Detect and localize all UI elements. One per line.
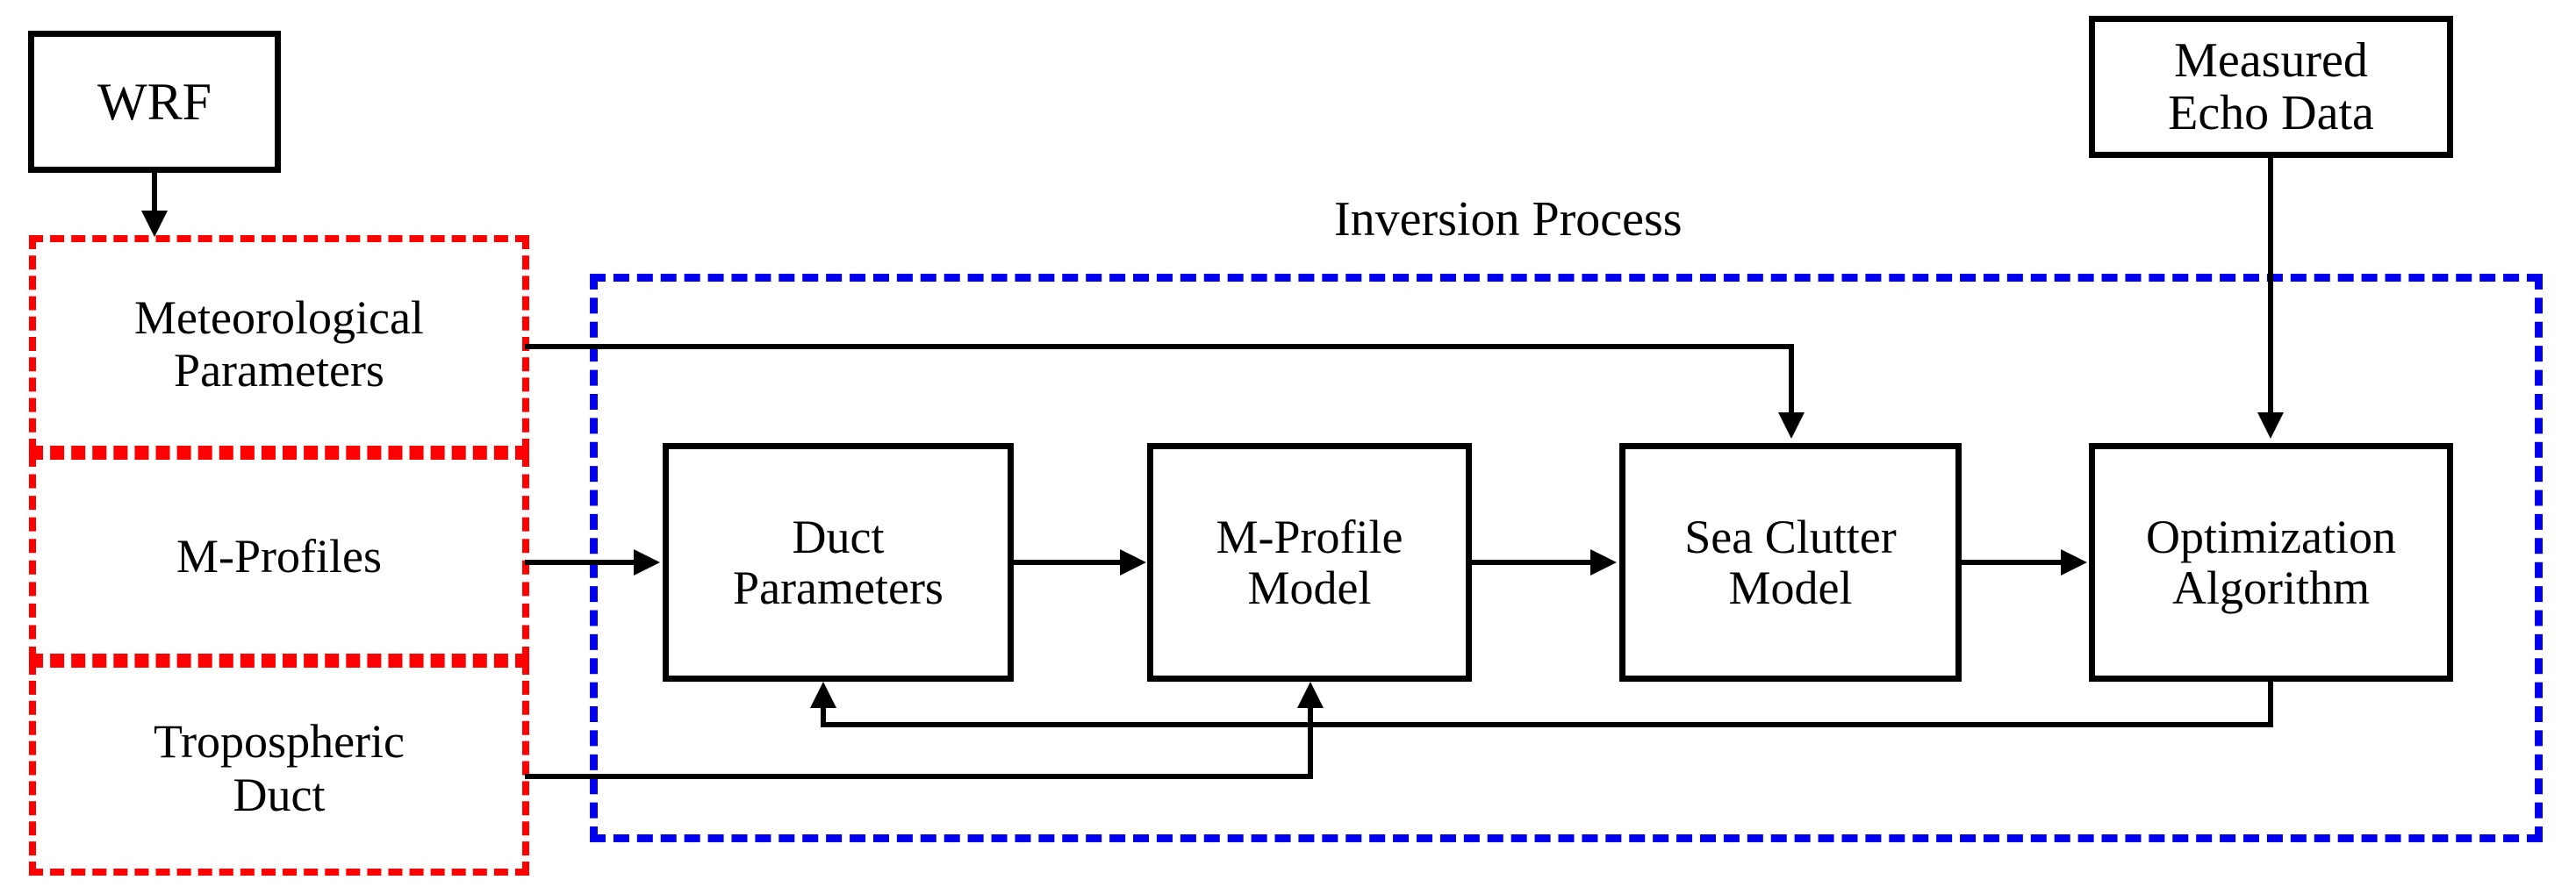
connector-meteorological-to-seaclutter-horizontal: [525, 344, 1794, 349]
arrowhead-meteorological-to-seaclutter: [1778, 412, 1805, 439]
box-measured-echo-data: Measured Echo Data: [2089, 16, 2453, 158]
box-m-profile-model-line2: Model: [1247, 562, 1372, 614]
connector-tropospheric-to-mprofile-horizontal: [525, 774, 1313, 779]
arrowhead-feedback-to-mprofile: [1297, 682, 1324, 708]
connector-mprofile-to-seaclutter: [1472, 560, 1593, 565]
box-sea-clutter-model-line2: Model: [1728, 562, 1853, 614]
connector-feedback-to-mprofile-riser: [1308, 702, 1313, 726]
cell-meteorological-parameters-line1: Meteorological: [134, 290, 424, 344]
arrowhead-seaclutter-to-optimization: [2061, 549, 2087, 576]
cell-tropospheric-duct-line2: Duct: [233, 768, 326, 821]
box-duct-parameters-line2: Parameters: [733, 562, 944, 614]
box-measured-echo-data-line2: Echo Data: [2168, 86, 2374, 140]
cell-m-profiles: M-Profiles: [29, 453, 529, 661]
arrowhead-feedback-to-duct: [810, 682, 836, 708]
box-m-profile-model-line1: M-Profile: [1216, 510, 1403, 563]
box-wrf-label: WRF: [97, 72, 212, 131]
cell-meteorological-parameters: Meteorological Parameters: [29, 235, 529, 453]
arrowhead-mprofiles-to-duct: [634, 549, 660, 576]
box-optimization-algorithm-line1: Optimization: [2146, 510, 2396, 563]
cell-tropospheric-duct-line1: Tropospheric: [153, 715, 405, 769]
connector-feedback-bus: [821, 722, 2273, 727]
connector-wrf-to-meteorological: [152, 173, 157, 215]
box-duct-parameters: Duct Parameters: [663, 443, 1014, 682]
connector-feedback-to-duct-riser: [821, 702, 826, 726]
cell-tropospheric-duct: Tropospheric Duct: [29, 661, 529, 876]
box-m-profile-model: M-Profile Model: [1147, 443, 1472, 682]
connector-feedback-optimization-drop: [2268, 682, 2273, 726]
arrowhead-echo-to-optimization: [2257, 412, 2284, 439]
arrowhead-mprofile-to-seaclutter: [1590, 549, 1617, 576]
connector-meteorological-to-seaclutter-vertical: [1789, 344, 1794, 416]
box-optimization-algorithm-line2: Algorithm: [2172, 562, 2370, 614]
inversion-process-region: [590, 274, 2543, 842]
arrowhead-duct-to-mprofile: [1120, 549, 1146, 576]
box-measured-echo-data-line1: Measured: [2174, 32, 2368, 88]
cell-m-profiles-line1: M-Profiles: [176, 530, 382, 583]
cell-meteorological-parameters-line2: Parameters: [174, 344, 384, 397]
box-optimization-algorithm: Optimization Algorithm: [2089, 443, 2453, 682]
arrowhead-wrf-to-meteorological: [141, 211, 168, 237]
connector-echo-to-optimization: [2268, 158, 2273, 417]
connector-tropospheric-to-mprofile-vertical: [1308, 722, 1313, 776]
connector-mprofiles-to-duct: [525, 560, 637, 565]
inversion-process-label: Inversion Process: [1334, 192, 1683, 247]
box-wrf: WRF: [28, 31, 281, 173]
box-sea-clutter-model-line1: Sea Clutter: [1684, 510, 1897, 563]
input-parameter-group: Meteorological Parameters M-Profiles Tro…: [29, 235, 529, 876]
box-sea-clutter-model: Sea Clutter Model: [1619, 443, 1962, 682]
connector-duct-to-mprofile: [1014, 560, 1123, 565]
connector-seaclutter-to-optimization: [1962, 560, 2063, 565]
box-duct-parameters-line1: Duct: [792, 510, 885, 563]
